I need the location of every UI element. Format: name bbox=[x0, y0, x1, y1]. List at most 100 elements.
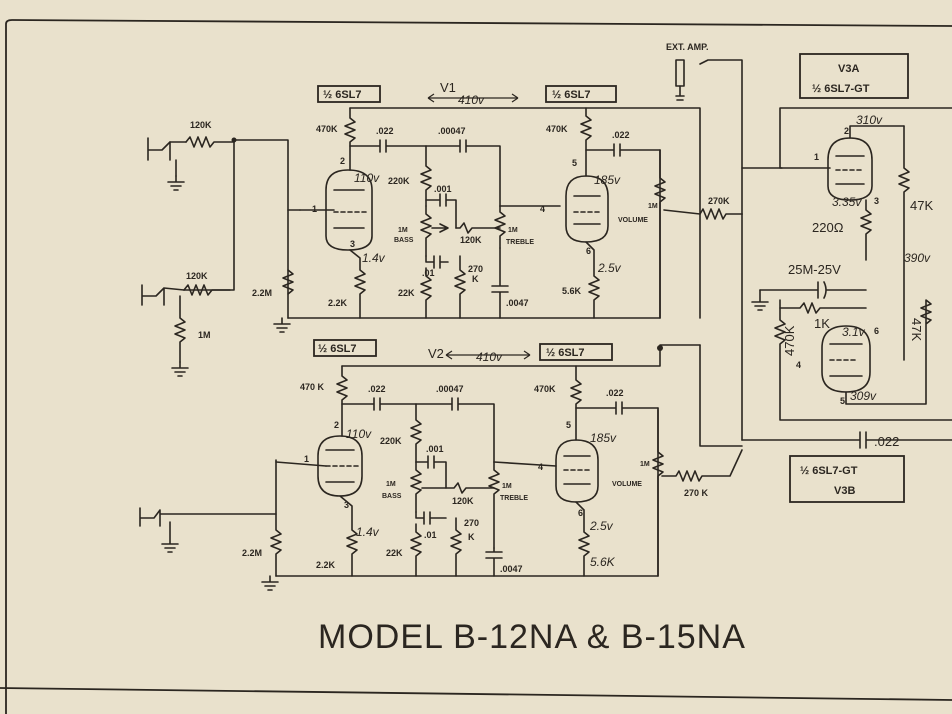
svg-text:2: 2 bbox=[844, 126, 849, 136]
v2-grid-res-label: 2.2M bbox=[242, 548, 262, 558]
v3a-plate-voltage: 310v bbox=[856, 113, 883, 127]
svg-text:6: 6 bbox=[586, 246, 591, 256]
v3a-label-line2: ½ 6SL7-GT bbox=[812, 83, 870, 95]
stage-3: V3A ½ 6SL7-GT ½ 6SL7-GT V3B 1 2 3 310v 3… bbox=[741, 53, 952, 503]
v2-res-220k bbox=[410, 403, 422, 463]
v3a-plate-resistor bbox=[898, 125, 910, 361]
v2-res-120k-label: 120K bbox=[452, 496, 474, 506]
v1-bass-label: BASS bbox=[394, 237, 414, 244]
v3-res-1k-label: 1K bbox=[814, 316, 830, 331]
svg-text:3: 3 bbox=[350, 239, 355, 249]
v1-res-220k bbox=[420, 145, 432, 207]
v2-cap-01-icon bbox=[415, 511, 447, 525]
v2-right-label: ½ 6SL7 bbox=[546, 347, 585, 359]
v1-volume-pot bbox=[654, 149, 666, 319]
v2-bass-pot-label: 1M bbox=[386, 481, 396, 488]
v1-cap-00047-label: .00047 bbox=[438, 126, 466, 136]
v3b-plate-voltage: 309v bbox=[850, 389, 877, 403]
v2-tag: V2 bbox=[428, 346, 444, 361]
svg-text:5: 5 bbox=[840, 396, 845, 406]
v2-cap-001-label: .001 bbox=[426, 444, 444, 454]
v1-cap-01-label: .01 bbox=[422, 268, 435, 278]
v2b-plate-res-label: 470K bbox=[534, 384, 556, 394]
v1-cap-022-label: .022 bbox=[376, 126, 394, 136]
v2-cathode-voltage: 1.4v bbox=[356, 525, 380, 539]
schematic-title: MODEL B-12NA & B-15NA bbox=[318, 618, 746, 656]
v1b-cathode-res-label: 5.6K bbox=[562, 286, 582, 296]
svg-text:5: 5 bbox=[566, 420, 571, 430]
input-2-resistor bbox=[183, 284, 231, 296]
v1-treble-label: TREBLE bbox=[506, 239, 534, 246]
v3b-label-line2: V3B bbox=[834, 485, 855, 497]
v2b-cathode-res-label: 5.6K bbox=[590, 555, 616, 569]
r-1m-label: 1M bbox=[198, 330, 211, 340]
v3-res-1k bbox=[779, 302, 867, 314]
v1-cap-0047-label: .0047 bbox=[506, 298, 529, 308]
svg-text:4: 4 bbox=[538, 462, 543, 472]
v2-cap-0047-label: .0047 bbox=[500, 564, 523, 574]
channel-1: ½ 6SL7 ½ 6SL7 V1 410v 120K 120K 1M 2.2M bbox=[141, 80, 743, 377]
v3b-plate-res-label: 47K bbox=[909, 318, 924, 341]
v2b-cap-022-icon bbox=[575, 401, 659, 415]
v2-plate-res-label: 470 K bbox=[300, 382, 325, 392]
svg-text:4: 4 bbox=[540, 204, 545, 214]
svg-text:1: 1 bbox=[312, 204, 317, 214]
v1b-plate-res-label: 470K bbox=[546, 124, 568, 134]
svg-text:K: K bbox=[468, 532, 475, 542]
ground-icon bbox=[171, 361, 189, 377]
v3-390-voltage: 390v bbox=[904, 251, 931, 265]
v2-left-label: ½ 6SL7 bbox=[318, 343, 357, 355]
v1-res-120k-label: 120K bbox=[460, 235, 482, 245]
v1-volume-pot-label: 1M bbox=[648, 203, 658, 210]
v3b-tube-icon bbox=[821, 325, 871, 393]
svg-text:2: 2 bbox=[340, 156, 345, 166]
v1b-tube-icon bbox=[565, 175, 609, 243]
v1-grid-resistor bbox=[282, 269, 294, 295]
v2-voltage-arrow bbox=[445, 350, 531, 360]
v1-voltage: 410v bbox=[458, 93, 485, 107]
v3-res-470k bbox=[774, 299, 952, 421]
v1-mix-resistor bbox=[699, 208, 743, 220]
v2-cap-001-icon bbox=[415, 455, 447, 489]
v1-res-270k-label: 270 bbox=[468, 264, 483, 274]
v2-cathode-res-label: 2.2K bbox=[316, 560, 336, 570]
v2-bass-pot bbox=[410, 461, 422, 513]
v1-right-label-box bbox=[545, 85, 617, 103]
v2-res-120k bbox=[421, 482, 495, 494]
v2b-cap-022-label: .022 bbox=[606, 388, 624, 398]
v2-volume-label: VOLUME bbox=[612, 481, 642, 488]
v3a-label-box bbox=[799, 53, 909, 99]
sheet-border bbox=[5, 19, 952, 714]
v1a-tube-icon bbox=[325, 169, 373, 251]
svg-text:1: 1 bbox=[814, 152, 819, 162]
v2-res-270k-label: 270 bbox=[464, 518, 479, 528]
v2b-cathode-resistor bbox=[575, 501, 590, 577]
v1b-cathode-resistor bbox=[585, 241, 600, 319]
v2-treble-pot bbox=[488, 461, 500, 549]
channel-2: ½ 6SL7 ½ 6SL7 V2 410v 2.2M 1 2 3 470 K 1… bbox=[139, 339, 743, 591]
v3a-cathode-res-label: 220Ω bbox=[812, 220, 844, 235]
v1-mix-res-label: 270K bbox=[708, 196, 730, 206]
svg-text:3: 3 bbox=[874, 196, 879, 206]
v1-res-22k bbox=[420, 267, 432, 319]
v1-cathode-res-label: 2.2K bbox=[328, 298, 348, 308]
v1-cathode-voltage: 1.4v bbox=[362, 251, 386, 265]
v2-plate-resistor bbox=[336, 365, 348, 437]
v1-cathode-resistor bbox=[349, 249, 366, 319]
ground-icon bbox=[161, 521, 179, 553]
v2-res-270k bbox=[450, 517, 462, 577]
r-1m bbox=[174, 295, 186, 363]
v3a-label-line1: V3A bbox=[838, 63, 859, 75]
v1-res-120k bbox=[455, 222, 501, 234]
v1-left-label: ½ 6SL7 bbox=[323, 89, 362, 101]
v1-cap-0047-icon bbox=[491, 247, 509, 319]
v1b-cap-022-label: .022 bbox=[612, 130, 630, 140]
input-jack-1-icon bbox=[147, 137, 177, 177]
v1-cap-001-label: .001 bbox=[434, 184, 452, 194]
v1-res-220k-label: 220K bbox=[388, 176, 410, 186]
v2-mix-resistor bbox=[661, 449, 743, 482]
v1-left-label-box bbox=[317, 85, 381, 103]
v3-cap-022-label: .022 bbox=[874, 434, 899, 449]
v1-volume-label: VOLUME bbox=[618, 217, 648, 224]
input-1-resistor bbox=[185, 136, 235, 148]
